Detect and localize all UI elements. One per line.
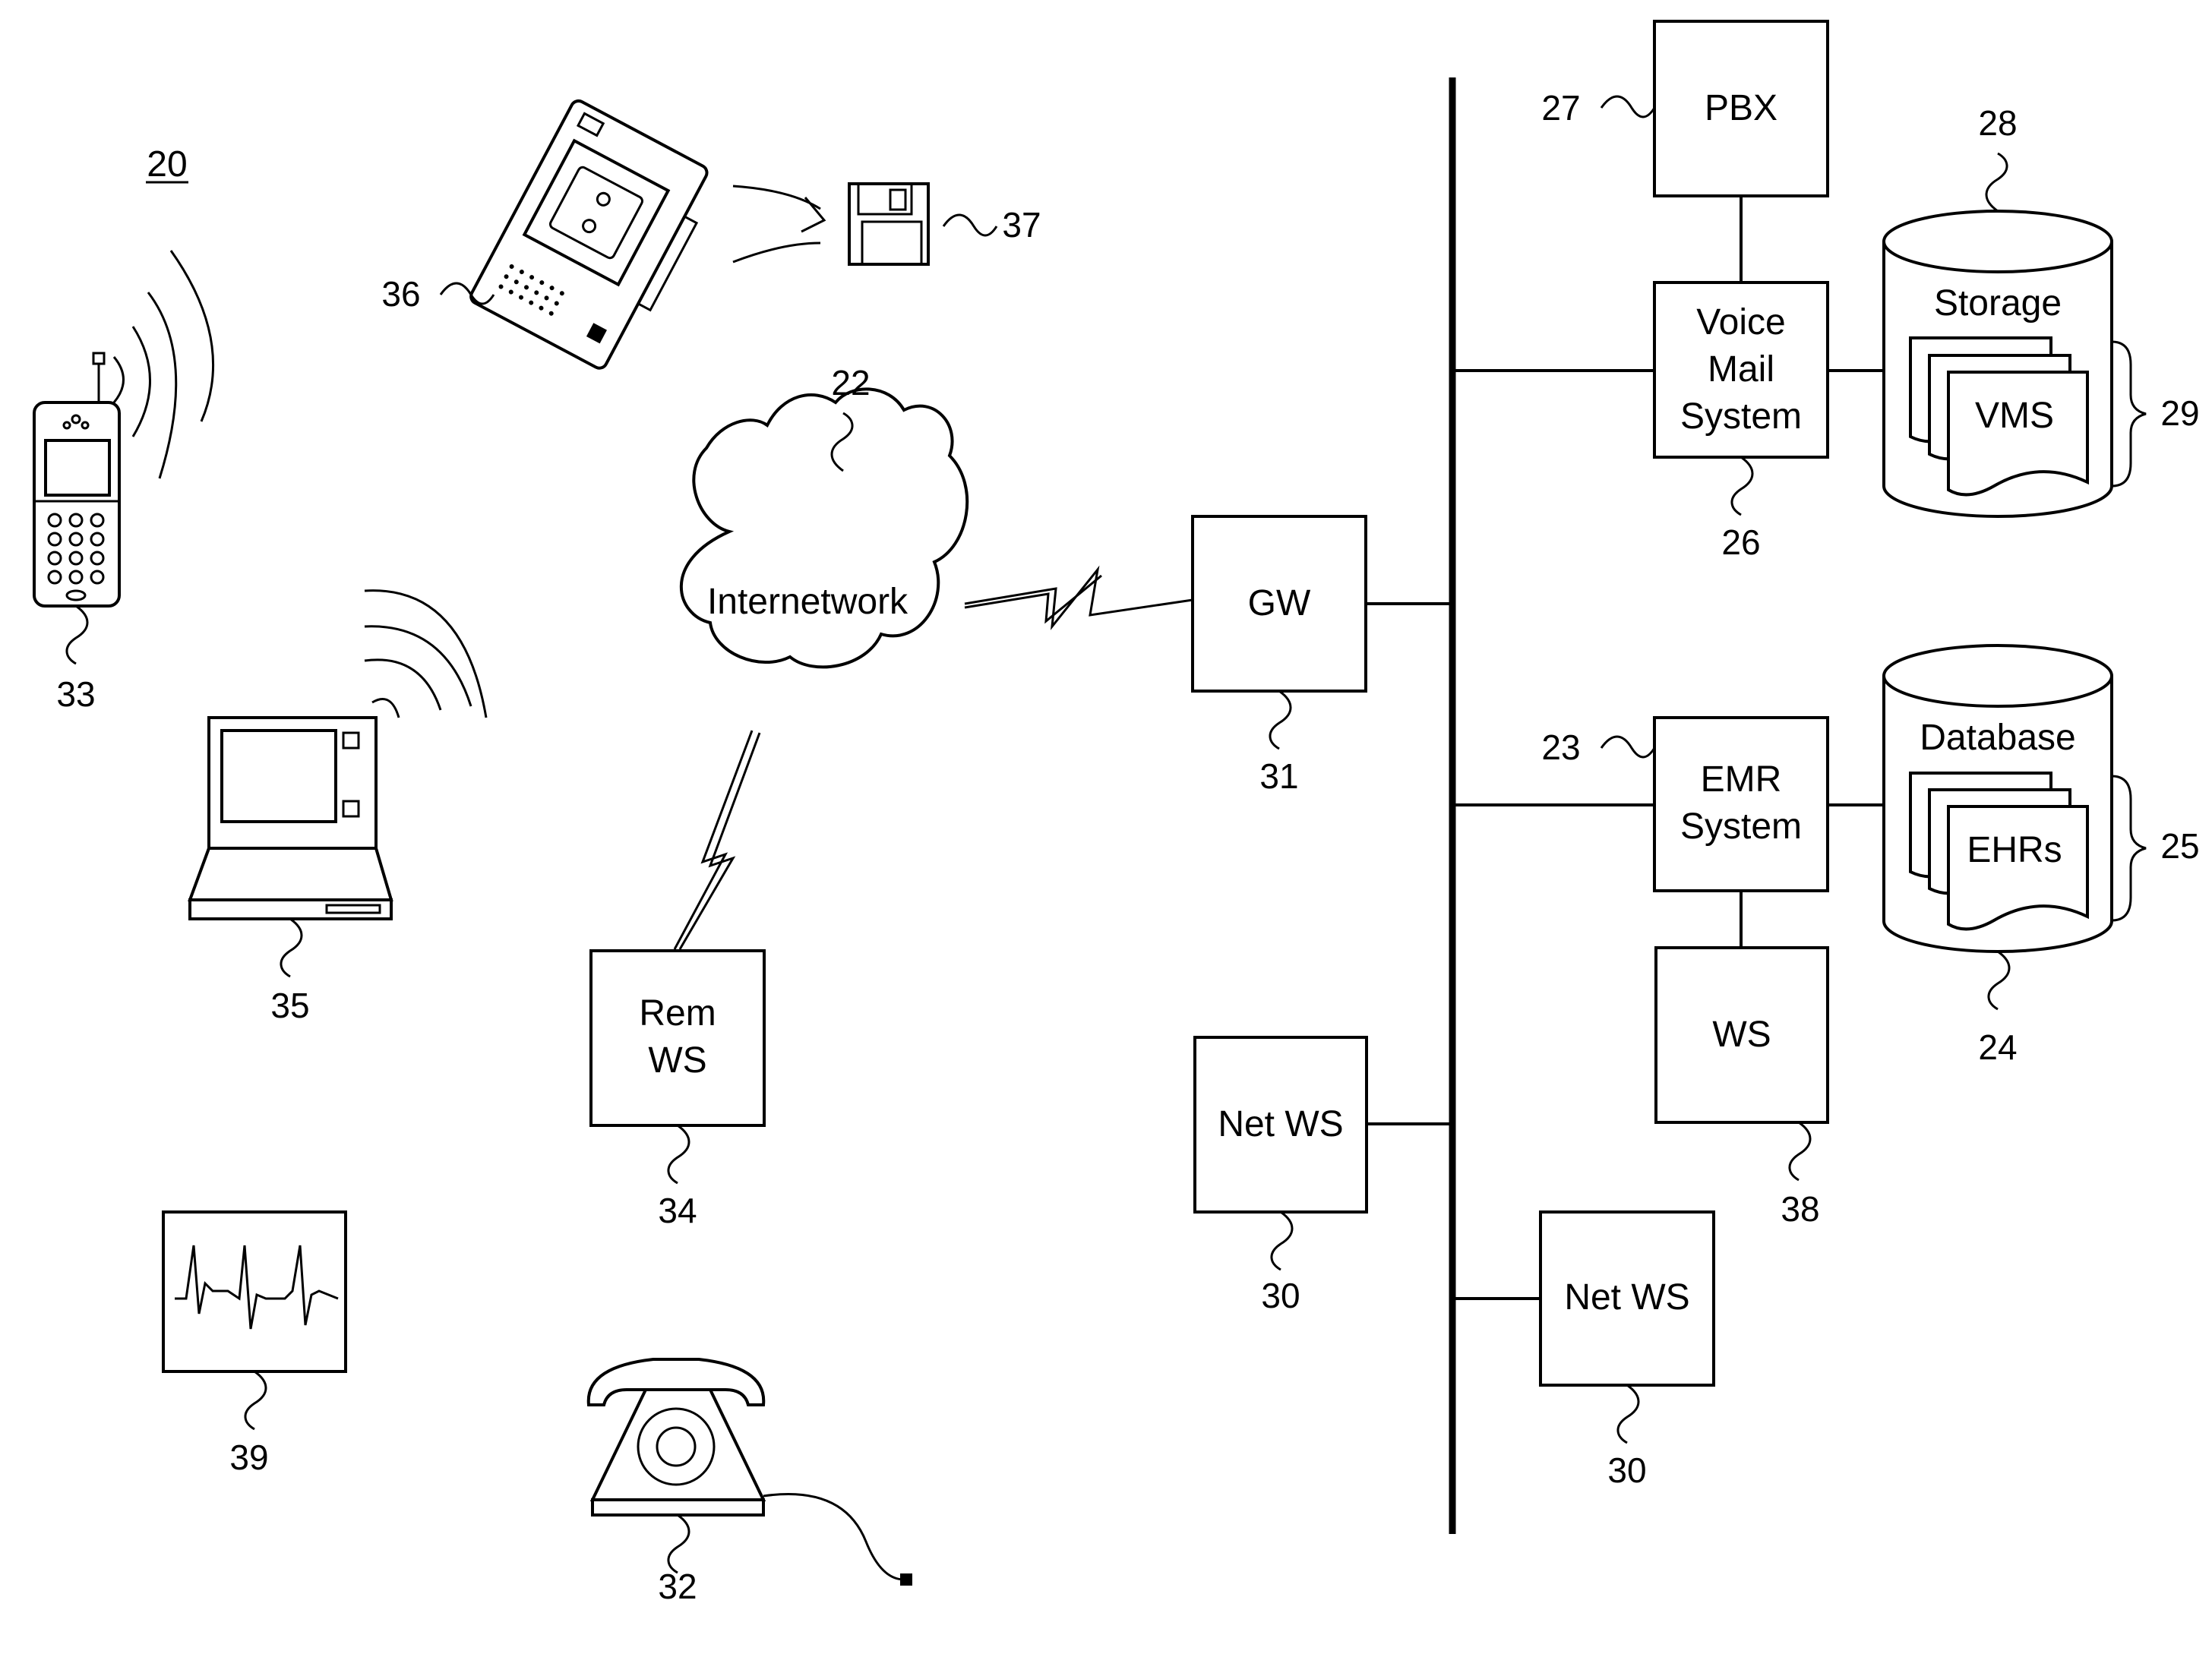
cell-phone-wave-4: [171, 251, 213, 421]
gateway-ref: 31: [1259, 756, 1298, 796]
emr-label-line1: EMR: [1701, 759, 1782, 800]
internetwork-ref: 22: [831, 363, 870, 402]
laptop-wave-1: [372, 699, 399, 718]
telephone-leader: [668, 1515, 689, 1573]
database-doc-brace: [2112, 776, 2146, 920]
laptop-screen: [222, 731, 336, 822]
cloud-remws-wireless-link-2: [675, 731, 752, 949]
internetwork-node: Internetwork 22: [681, 363, 967, 667]
gateway-leader: [1270, 691, 1291, 749]
ws-node: WS 38: [1656, 948, 1828, 1229]
telephone-cord: [763, 1494, 904, 1580]
ws-label: WS: [1712, 1015, 1771, 1055]
telephone-device: 32: [589, 1359, 912, 1606]
database-label: Database: [1920, 718, 2075, 758]
storage-leader: [1986, 153, 2007, 211]
telephone-base: [592, 1390, 763, 1500]
emr-box: [1654, 718, 1828, 891]
cloud-gateway-wireless-link: [965, 570, 1193, 627]
pbx-label: PBX: [1705, 88, 1778, 128]
figure-number: 20: [147, 144, 187, 185]
rem-ws-label-line1: Rem: [639, 993, 716, 1034]
recorder-floppy-arrow-top: [733, 186, 820, 209]
database-ref: 24: [1978, 1027, 2017, 1067]
voice-mail-leader: [1732, 457, 1752, 515]
cell-phone-leader: [67, 606, 87, 664]
floppy-disk: 37: [849, 184, 1041, 264]
cell-phone-wave-2: [133, 327, 150, 437]
voice-mail-node: Voice Mail System 26: [1654, 282, 1828, 562]
net-ws-right-leader: [1618, 1385, 1638, 1443]
laptop-base: [190, 900, 391, 919]
cell-phone-wave-1: [114, 357, 124, 402]
gateway-node: GW 31: [1193, 516, 1366, 796]
pbx-ref: 27: [1541, 88, 1580, 128]
cell-phone-body: [34, 402, 119, 606]
floppy-ref: 37: [1002, 205, 1041, 245]
voice-mail-label-line2: Mail: [1708, 349, 1774, 390]
telephone-base-bottom: [592, 1500, 763, 1515]
recorder-floppy-arrow-bottom: [733, 243, 820, 262]
database-cylinder-top: [1884, 645, 2112, 706]
net-ws-right-label: Net WS: [1564, 1277, 1689, 1318]
database-leader: [1989, 952, 2009, 1009]
laptop-keyboard: [190, 848, 391, 900]
cell-phone-ref: 33: [56, 674, 95, 714]
laptop-device: 35: [190, 591, 486, 1025]
laptop-ref: 35: [270, 986, 309, 1025]
net-ws-left-ref: 30: [1261, 1276, 1300, 1315]
storage-doc-label: VMS: [1975, 396, 2054, 436]
net-ws-right-ref: 30: [1607, 1450, 1646, 1490]
database-doc-ref: 25: [2160, 826, 2199, 866]
emr-ref: 23: [1541, 728, 1580, 767]
storage-doc-ref: 29: [2160, 393, 2199, 433]
pbx-node: PBX 27: [1541, 21, 1828, 196]
ws-leader: [1790, 1122, 1810, 1180]
gateway-label: GW: [1248, 583, 1311, 623]
rem-ws-leader: [668, 1125, 689, 1183]
net-ws-left-label: Net WS: [1218, 1104, 1343, 1144]
recorder-floppy-arrowhead: [801, 197, 824, 232]
pbx-leader: [1601, 96, 1654, 117]
rem-ws-node: Rem WS 34: [591, 951, 764, 1230]
storage-node: Storage VMS 29 28: [1884, 103, 2200, 516]
storage-ref: 28: [1978, 103, 2017, 143]
laptop-leader: [281, 919, 302, 977]
database-doc-label: EHRs: [1967, 830, 2062, 870]
cell-phone-wave-3: [148, 292, 176, 478]
rem-ws-box: [591, 951, 764, 1125]
telephone-jack: [900, 1573, 912, 1586]
ws-ref: 38: [1781, 1189, 1819, 1229]
storage-doc-brace: [2112, 342, 2146, 486]
cell-phone-device: 33: [34, 251, 213, 714]
floppy-leader: [943, 215, 997, 235]
cloud-gateway-wireless-link-2: [965, 576, 1101, 621]
voice-mail-label-line3: System: [1680, 396, 1802, 437]
cell-phone-antenna-tip: [93, 353, 104, 364]
laptop-wave-2: [365, 660, 441, 710]
net-ws-right-node: Net WS 30: [1540, 1212, 1714, 1490]
rem-ws-ref: 34: [658, 1191, 697, 1230]
net-ws-left-node: Net WS 30: [1195, 1037, 1367, 1315]
ecg-monitor-device: 39: [163, 1212, 346, 1477]
net-ws-left-leader: [1272, 1212, 1292, 1270]
database-node: Database EHRs 25 24: [1884, 645, 2200, 1067]
voice-mail-label-line1: Voice: [1696, 302, 1785, 342]
recorder-device: 36: [381, 98, 721, 377]
laptop-wave-3: [365, 627, 471, 706]
telephone-ref: 32: [658, 1567, 697, 1606]
internetwork-label: Internetwork: [707, 582, 908, 622]
ecg-monitor-ref: 39: [229, 1438, 268, 1477]
emr-label-line2: System: [1680, 806, 1802, 847]
internetwork-cloud: [681, 389, 967, 667]
storage-label: Storage: [1934, 283, 2062, 324]
ecg-monitor-leader: [245, 1371, 266, 1429]
cell-phone-screen: [46, 440, 109, 495]
storage-cylinder-top: [1884, 211, 2112, 272]
emr-leader: [1601, 737, 1654, 757]
rem-ws-label-line2: WS: [648, 1040, 706, 1081]
voice-mail-ref: 26: [1721, 522, 1760, 562]
recorder-ref: 36: [381, 274, 420, 314]
